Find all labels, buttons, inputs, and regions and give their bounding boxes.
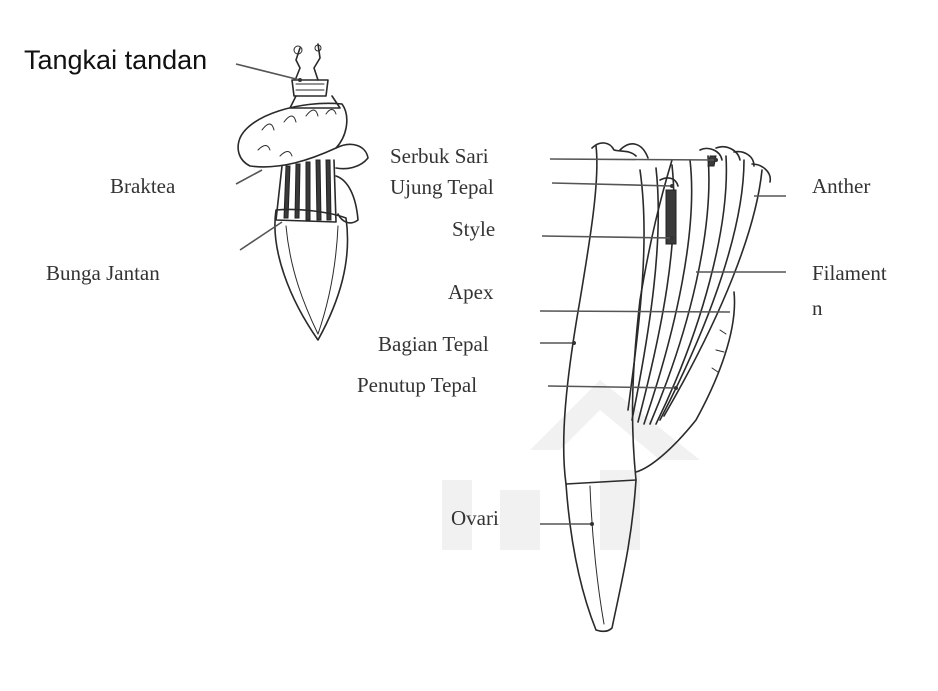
leader-dot-penutup [674, 386, 678, 390]
leader-penutup-tepal [547, 385, 677, 389]
leader-serbuk-sari [549, 158, 717, 161]
label-filament-line2: n [812, 296, 823, 320]
label-ovari: Ovari [451, 506, 499, 530]
leader-dot-style [670, 236, 674, 240]
label-ujung-tepal: Ujung Tepal [390, 175, 494, 199]
leader-dot-serbuk [714, 158, 718, 162]
leader-dot-tangkai [298, 78, 302, 82]
label-anther: Anther [812, 174, 870, 198]
leader-tangkai-tandan [235, 63, 301, 81]
label-filament-line1: Filament [812, 261, 887, 285]
leader-dot-ovari [590, 522, 594, 526]
leader-lines [235, 63, 786, 526]
label-braktea: Braktea [110, 174, 176, 198]
label-style: Style [452, 217, 495, 241]
leader-bunga-jantan [239, 221, 283, 251]
label-penutup-tepal: Penutup Tepal [357, 373, 477, 397]
leader-style [541, 235, 673, 239]
label-bunga-jantan: Bunga Jantan [46, 261, 160, 285]
flower-detail-illustration [562, 142, 772, 633]
leader-dot-ujung [670, 184, 674, 188]
label-tangkai-tandan: Tangkai tandan [24, 45, 207, 75]
male-flower-illustration [237, 43, 369, 341]
label-apex: Apex [448, 280, 494, 304]
leader-braktea [235, 169, 263, 185]
label-bagian-tepal: Bagian Tepal [378, 332, 489, 356]
leader-dot-bagian [572, 341, 576, 345]
label-serbuk-sari: Serbuk Sari [390, 144, 489, 168]
leader-ujung-tepal [551, 182, 673, 187]
leader-apex [539, 310, 731, 313]
watermark-logo [442, 380, 700, 550]
